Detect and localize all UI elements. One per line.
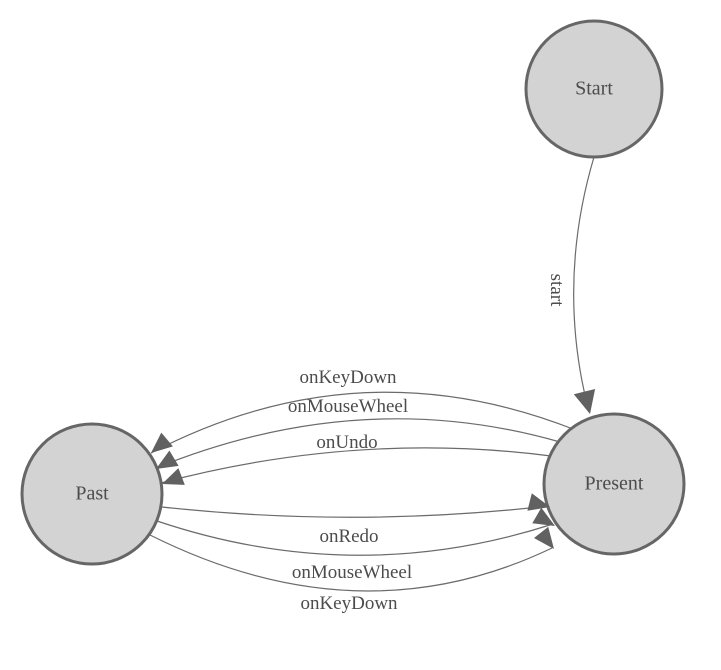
arrowhead-start-present — [573, 389, 596, 414]
node-start[interactable] — [524, 19, 664, 159]
edge-present-past-onundo — [160, 447, 552, 484]
arrowhead-past-present-onredo — [527, 493, 550, 511]
edge-past-present-onmousewheel — [156, 520, 554, 556]
edge-label-present-past-onmousewheel: onMouseWheel — [287, 396, 409, 417]
edge-past-present-onkeydown — [149, 534, 553, 592]
edge-label-start: start — [546, 273, 567, 307]
node-past[interactable] — [20, 422, 164, 566]
node-label-start: Start — [575, 77, 613, 100]
arrowhead-past-present-onmousewheel — [532, 507, 555, 526]
edge-label-present-past-onkeydown: onKeyDown — [299, 367, 397, 388]
arrowhead-past-present-onkeydown — [534, 526, 554, 549]
node-label-present: Present — [584, 472, 644, 495]
edge-label-past-present-onredo: onRedo — [319, 526, 379, 547]
arrowhead-present-past-onundo — [162, 468, 185, 485]
edge-past-present-onredo — [161, 505, 549, 518]
node-label-past: Past — [75, 482, 109, 505]
edge-label-past-present-onmousewheel: onMouseWheel — [291, 562, 413, 583]
edge-present-past-onmousewheel — [155, 418, 561, 469]
arrowhead-present-past-onkeydown — [151, 432, 173, 453]
edge-present-past-onkeydown — [150, 391, 574, 454]
edge-start-present — [573, 156, 595, 413]
edge-label-past-present-onkeydown: onKeyDown — [300, 593, 398, 614]
edge-label-present-past-onundo: onUndo — [316, 432, 378, 453]
node-present[interactable] — [542, 412, 686, 556]
arrowhead-present-past-onmousewheel — [156, 450, 179, 469]
